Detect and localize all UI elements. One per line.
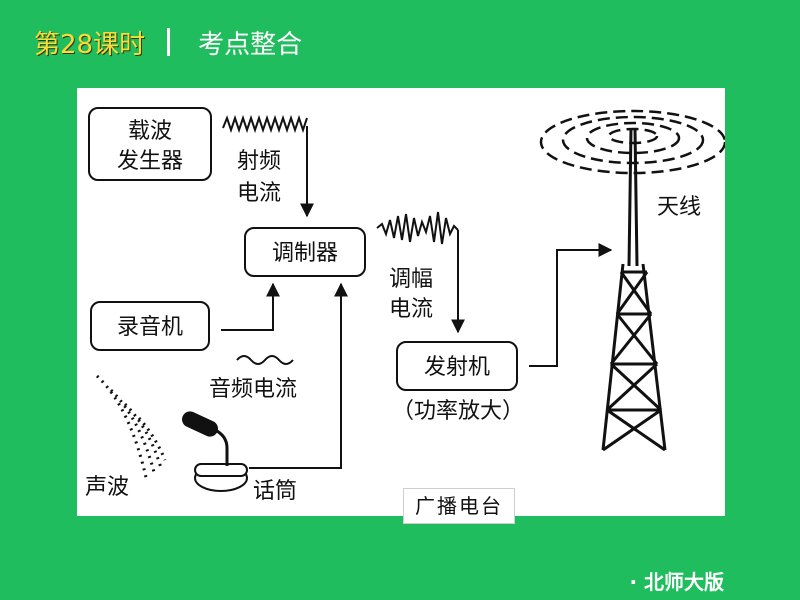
broadcast-diagram-panel: 载波 发生器 射频 电流 调制器 调幅 电流 录音机 音频电流 声波 [77,88,725,516]
slide-header: 第28课时 考点整合 [34,24,302,60]
microphone-label: 话筒 [253,479,297,504]
broadcast-diagram: 载波 发生器 射频 电流 调制器 调幅 电流 录音机 音频电流 声波 [85,107,725,504]
rf-current-label-2: 电流 [237,181,281,206]
antenna-label: 天线 [657,195,701,220]
carrier-generator-label-2: 发生器 [117,149,183,174]
modulator-box [244,227,366,277]
antenna-tower-icon [601,127,667,452]
power-amplify-label: （功率放大） [392,399,524,424]
microphone-icon [182,411,248,492]
transmitter-box [396,341,518,391]
recorder-box [90,301,210,351]
transmitter-to-antenna-arrow [529,243,613,367]
rf-current-label-1: 射频 [237,149,281,174]
modulator-label: 调制器 [272,241,338,266]
lesson-label: 第28课时 [34,29,146,60]
carrier-generator-label-1: 载波 [128,119,172,144]
carrier-generator-box [88,107,212,181]
audio-current-label: 音频电流 [209,377,297,402]
publisher-label: · 北师大版 [629,570,724,594]
transmitter-label: 发射机 [424,355,490,380]
diagram-caption: 广播电台 [403,488,515,524]
topic-title: 考点整合 [198,29,303,60]
am-current-label-1: 调幅 [389,267,433,292]
am-wave-icon [376,211,459,245]
header-divider [167,28,171,56]
sound-wave-icon [95,374,167,483]
sound-wave-label: 声波 [85,475,129,500]
recorder-label: 录音机 [117,315,183,340]
audio-wave-icon [236,355,294,365]
recorder-to-modulator-arrow [221,282,280,331]
am-current-label-2: 电流 [389,297,433,322]
radio-wave-icon [539,109,725,175]
rf-wave-icon [222,114,308,134]
microphone-to-modulator-arrow [249,282,348,469]
